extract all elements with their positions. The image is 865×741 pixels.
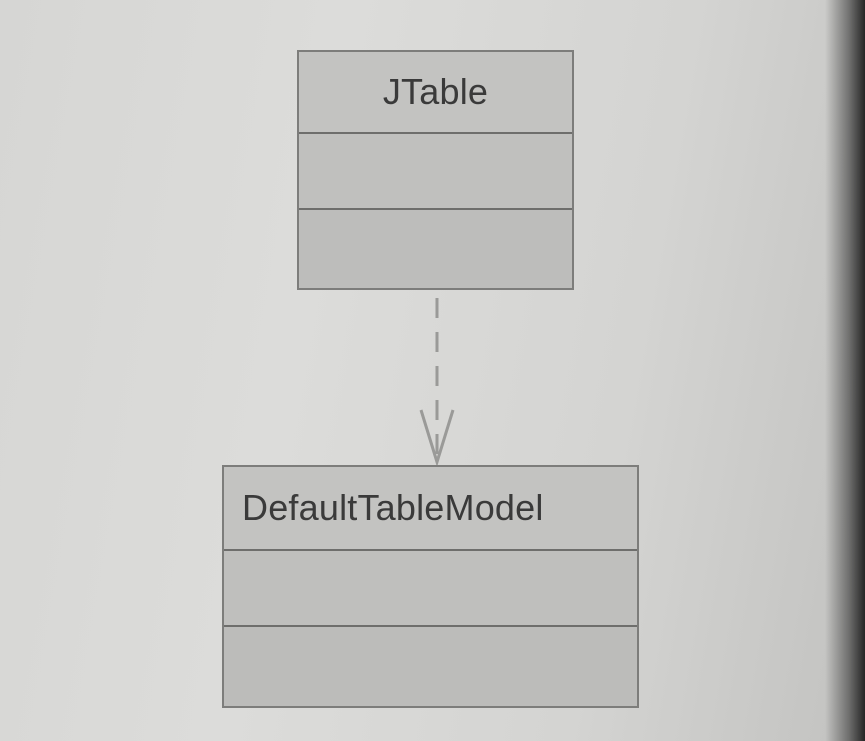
dependency-arrowhead-icon bbox=[419, 409, 455, 468]
class-attributes-compartment-defaulttablemodel bbox=[224, 551, 637, 627]
class-operations-compartment-jtable bbox=[299, 210, 572, 288]
class-attributes-compartment-jtable bbox=[299, 134, 572, 210]
class-operations-compartment-defaulttablemodel bbox=[224, 627, 637, 706]
class-box-defaulttablemodel[interactable]: DefaultTableModel bbox=[222, 465, 639, 708]
class-name-defaulttablemodel: DefaultTableModel bbox=[224, 467, 637, 551]
class-box-jtable[interactable]: JTable bbox=[297, 50, 574, 290]
class-name-jtable: JTable bbox=[299, 52, 572, 134]
page-edge-shadow bbox=[825, 0, 865, 741]
